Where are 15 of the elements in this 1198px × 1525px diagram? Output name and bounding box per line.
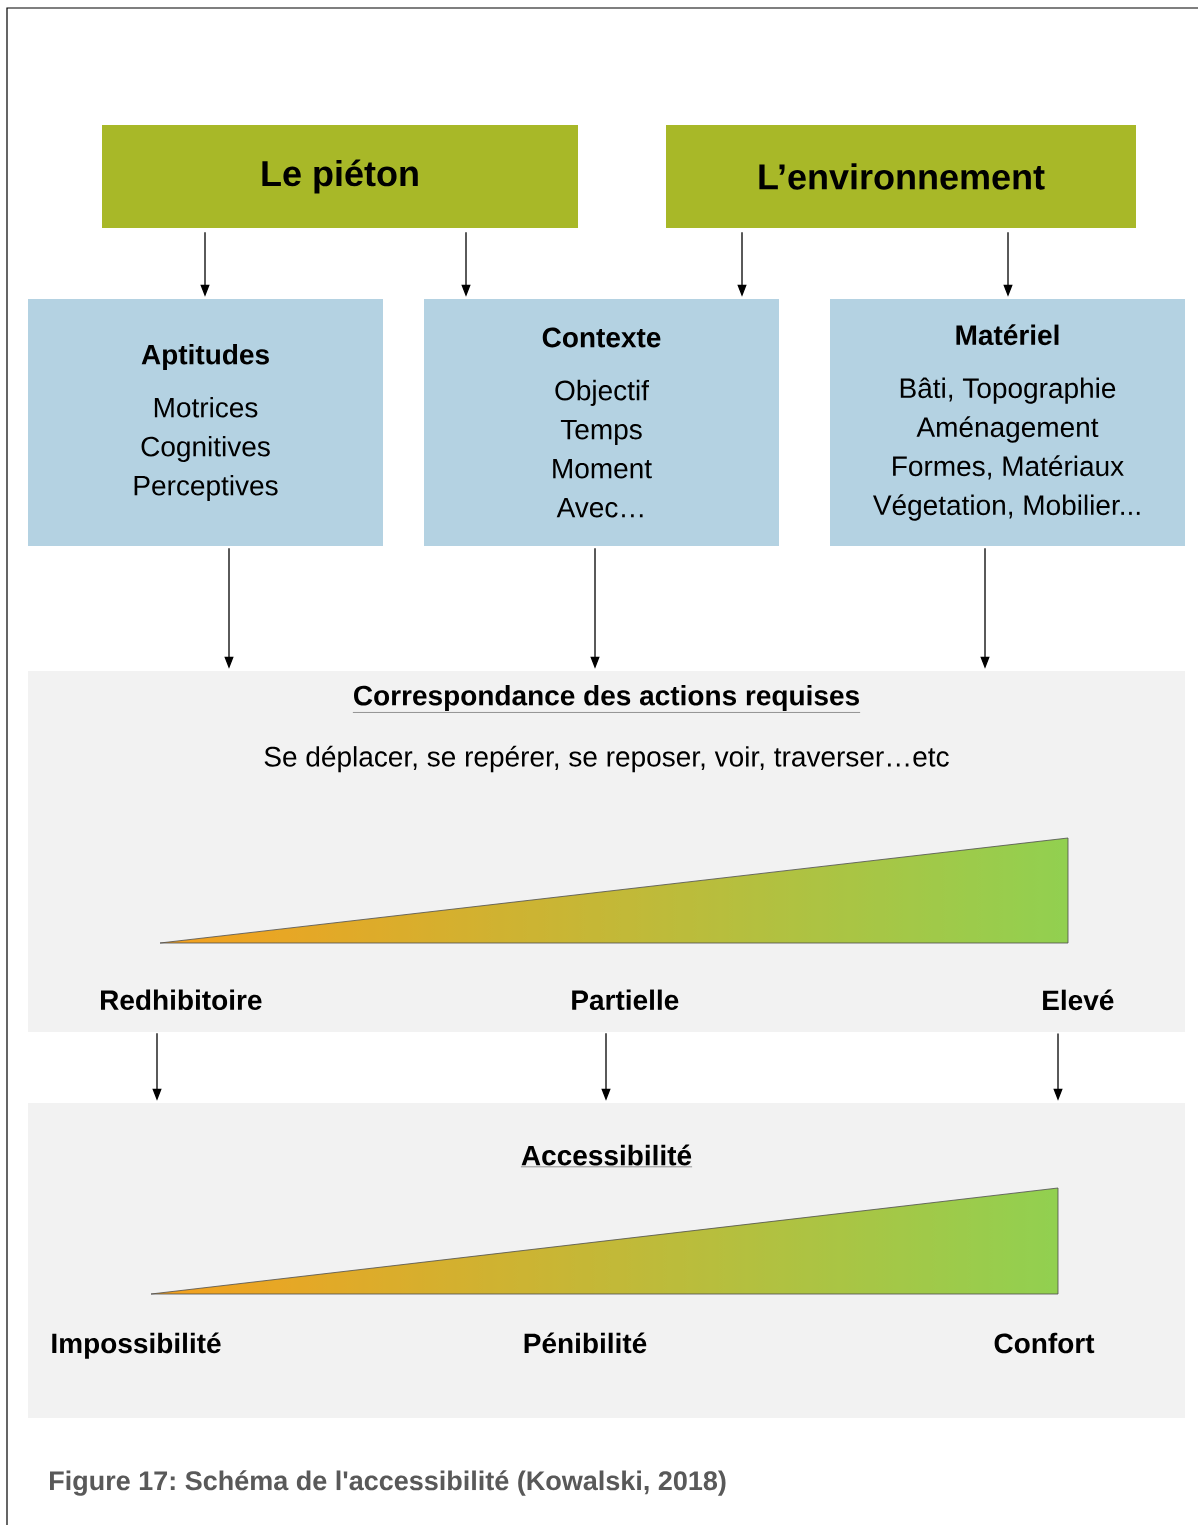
category-box: Contexte Objectif Temps Moment Avec… xyxy=(424,299,779,546)
heading: Accessibilité xyxy=(520,1144,693,1167)
category-box: Matériel Bâti, Topographie Aménagement Formes, Matériaux Végetation, Mobilier... xyxy=(830,299,1185,546)
body-text: Se déplacer, se repérer, se reposer, voir, traverser…etc xyxy=(264,745,949,773)
scale-label: Elevé xyxy=(1043,989,1114,1011)
scale-label: Redhibitoire xyxy=(101,989,262,1011)
header-box: Le piéton xyxy=(102,125,578,228)
heading: Correspondance des actions requises xyxy=(352,684,861,713)
scale-label: Partielle xyxy=(572,989,679,1011)
category-box: Aptitudes Motrices Cognitives Perceptives xyxy=(28,299,383,546)
caption: Figure 17: Schéma de l'accessibilité (Kowalski, 2018) xyxy=(50,1470,726,1496)
scale-label: Pénibilité xyxy=(524,1332,647,1354)
header-box: L’environnement xyxy=(666,125,1136,228)
scale-label: Impossibilité xyxy=(52,1332,221,1359)
scale-label: Confort xyxy=(994,1332,1095,1354)
